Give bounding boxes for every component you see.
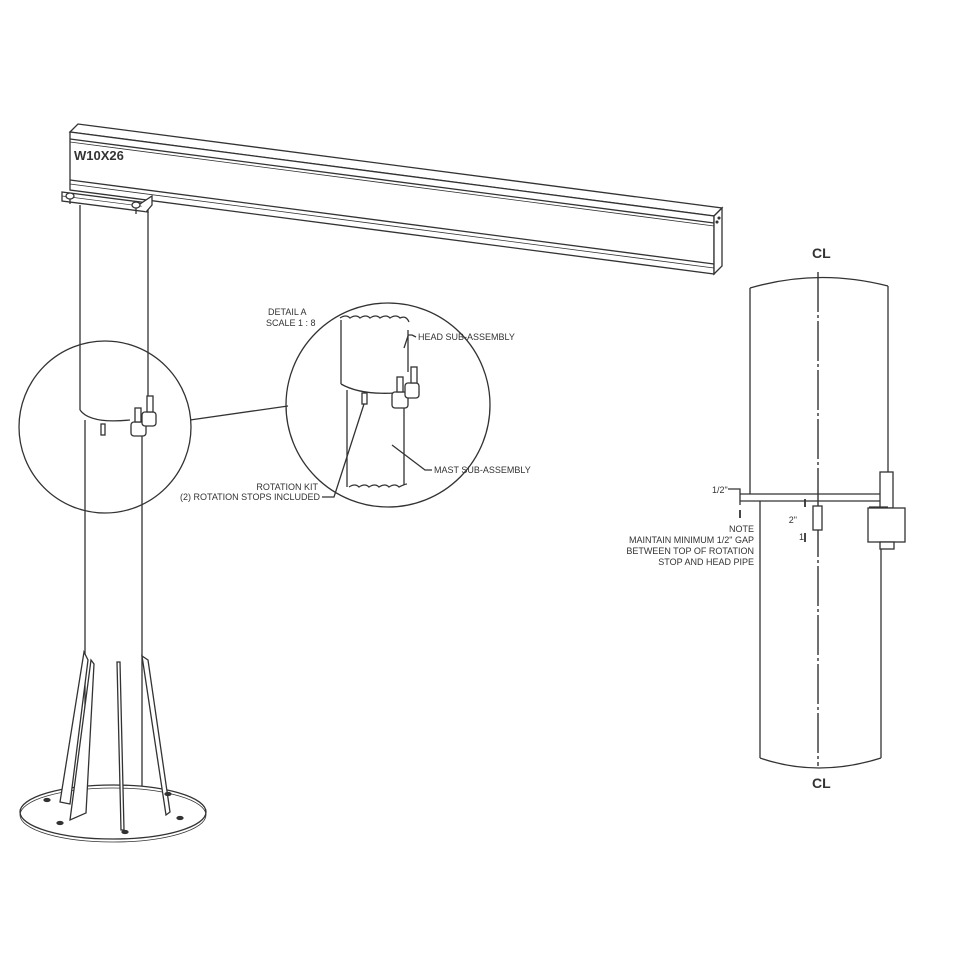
detail-a <box>285 302 491 508</box>
detail-leader <box>189 405 289 421</box>
stop-dimension: 2" <box>789 515 797 525</box>
note-line-1: MAINTAIN MINIMUM 1/2" GAP <box>629 535 754 545</box>
rotation-kit-label: ROTATION KIT <box>256 482 318 492</box>
note-title: NOTE <box>729 524 754 534</box>
detail-scale: SCALE 1 : 8 <box>266 318 316 328</box>
stop-dimension-lower: 1 <box>799 532 804 542</box>
mast-sub-assembly-label: MAST SUB-ASSEMBLY <box>434 465 531 475</box>
detail-a-callout-circle <box>18 340 192 514</box>
head-sub-assembly-label: HEAD SUB-ASSEMBLY <box>418 332 515 342</box>
detail-title: DETAIL A <box>268 307 307 317</box>
beam <box>61 123 724 276</box>
note-line-3: STOP AND HEAD PIPE <box>658 557 754 567</box>
note-line-2: BETWEEN TOP OF ROTATION <box>626 546 754 556</box>
base <box>19 649 207 843</box>
rotation-stops-label: (2) ROTATION STOPS INCLUDED <box>180 492 321 502</box>
centerline-symbol-top: CL <box>812 245 831 261</box>
centerline-symbol-bottom: CL <box>812 775 831 791</box>
gap-dimension: 1/2" <box>712 485 728 495</box>
beam-size-label: W10X26 <box>74 148 124 163</box>
side-view <box>728 272 906 769</box>
